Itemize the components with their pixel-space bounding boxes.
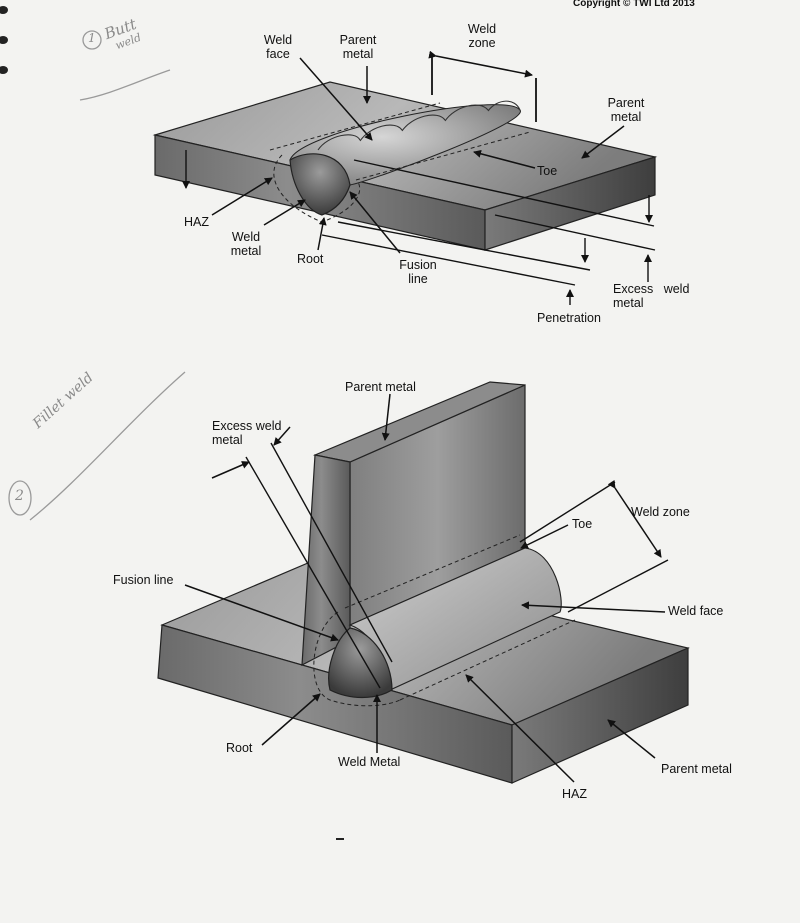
fillet-weld-metal-label: Weld Metal: [338, 755, 401, 769]
butt-toe-label: Toe: [537, 164, 558, 178]
fillet-plate-side: [511, 647, 689, 784]
fillet-root-label: Root: [226, 741, 253, 755]
butt-plate-side: [484, 156, 656, 251]
fillet-weld-zone-label: Weld zone: [631, 505, 690, 519]
butt-parent-metal-top-label: Parent metal: [339, 33, 377, 61]
butt-weld-metal-label: Weld metal: [230, 230, 262, 258]
butt-note-number: 1: [88, 31, 96, 45]
butt-parent-metal-right-label: Parent metal: [607, 96, 645, 124]
butt-fusion-line-label: Fusion line: [399, 258, 437, 286]
butt-excess-weld-metal-label: Excess weld metal: [613, 282, 690, 310]
fillet-parent-metal-top-label: Parent metal: [345, 380, 416, 394]
butt-weld-bead: [289, 100, 521, 186]
fillet-web-end: [301, 454, 351, 667]
binder-marks: [0, 6, 8, 74]
fillet-excess-weld-metal-label: Excess weld metal: [212, 419, 282, 447]
butt-haz-label: HAZ: [184, 215, 209, 229]
copyright-text: Copyright © TWI Ltd 2013: [573, 0, 695, 9]
fillet-note-number: 2: [15, 488, 24, 504]
fillet-weld-face-label: Weld face: [668, 604, 724, 618]
fillet-toe-label: Toe: [572, 517, 593, 531]
butt-weld-zone-label: Weld zone: [467, 22, 497, 50]
butt-root-label: Root: [297, 252, 324, 266]
fillet-weld-drawing: [157, 381, 690, 784]
butt-penetration-label: Penetration: [537, 311, 601, 325]
fillet-haz-label: HAZ: [562, 787, 587, 801]
handwritten-marks: [8, 30, 186, 521]
fillet-parent-metal-bottom-label: Parent metal: [661, 762, 732, 776]
butt-weld-drawing: [152, 50, 658, 305]
butt-weld-face-label: Weld face: [263, 33, 293, 61]
fillet-fusion-line-label: Fusion line: [113, 573, 174, 587]
